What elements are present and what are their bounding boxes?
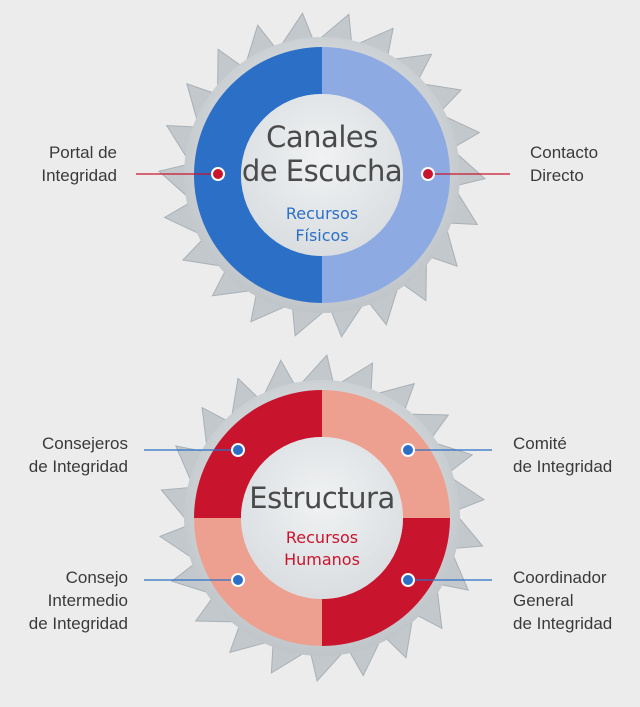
label-portal-de-integridad: Portal de Integridad (41, 143, 117, 185)
bottom-saw-wheel (158, 354, 486, 682)
label-comite-de-integridad: Comité de Integridad (513, 434, 613, 476)
top-leaders (136, 167, 510, 181)
label-coordinador-general-de-integridad: Coordinador General de Integridad (513, 568, 613, 633)
leader-dot-coordinador (401, 573, 415, 587)
label-contacto-directo: Contacto Directo (530, 143, 599, 185)
label-consejo-intermedio-de-integridad: Consejo Intermedio de Integridad (28, 568, 128, 633)
bottom-ring-bottom-left-segment (194, 518, 322, 646)
top-center-disc (241, 94, 403, 256)
bottom-wheel-title: Estructura (249, 481, 395, 515)
leader-dot-consejeros (231, 443, 245, 457)
bottom-ring-top-right-segment (322, 390, 450, 518)
leader-dot-comite (401, 443, 415, 457)
top-ring-left-segment (194, 47, 322, 303)
bottom-center-disc (241, 437, 403, 599)
label-consejeros-de-integridad: Consejeros de Integridad (28, 434, 128, 476)
bottom-leaders (144, 443, 492, 587)
bottom-wheel-subtitle: Recursos Humanos (284, 528, 360, 569)
top-ring-right-segment (322, 47, 450, 303)
leader-dot-portal (211, 167, 225, 181)
leader-dot-consejo-intermedio (231, 573, 245, 587)
leader-dot-contacto (421, 167, 435, 181)
top-saw-wheel (157, 12, 487, 338)
bottom-ring-bottom-right-segment (322, 518, 450, 646)
bottom-ring-top-left-segment (194, 390, 322, 518)
top-wheel-subtitle: Recursos Físicos (285, 204, 359, 245)
top-wheel-title: Canales de Escucha (241, 120, 403, 188)
